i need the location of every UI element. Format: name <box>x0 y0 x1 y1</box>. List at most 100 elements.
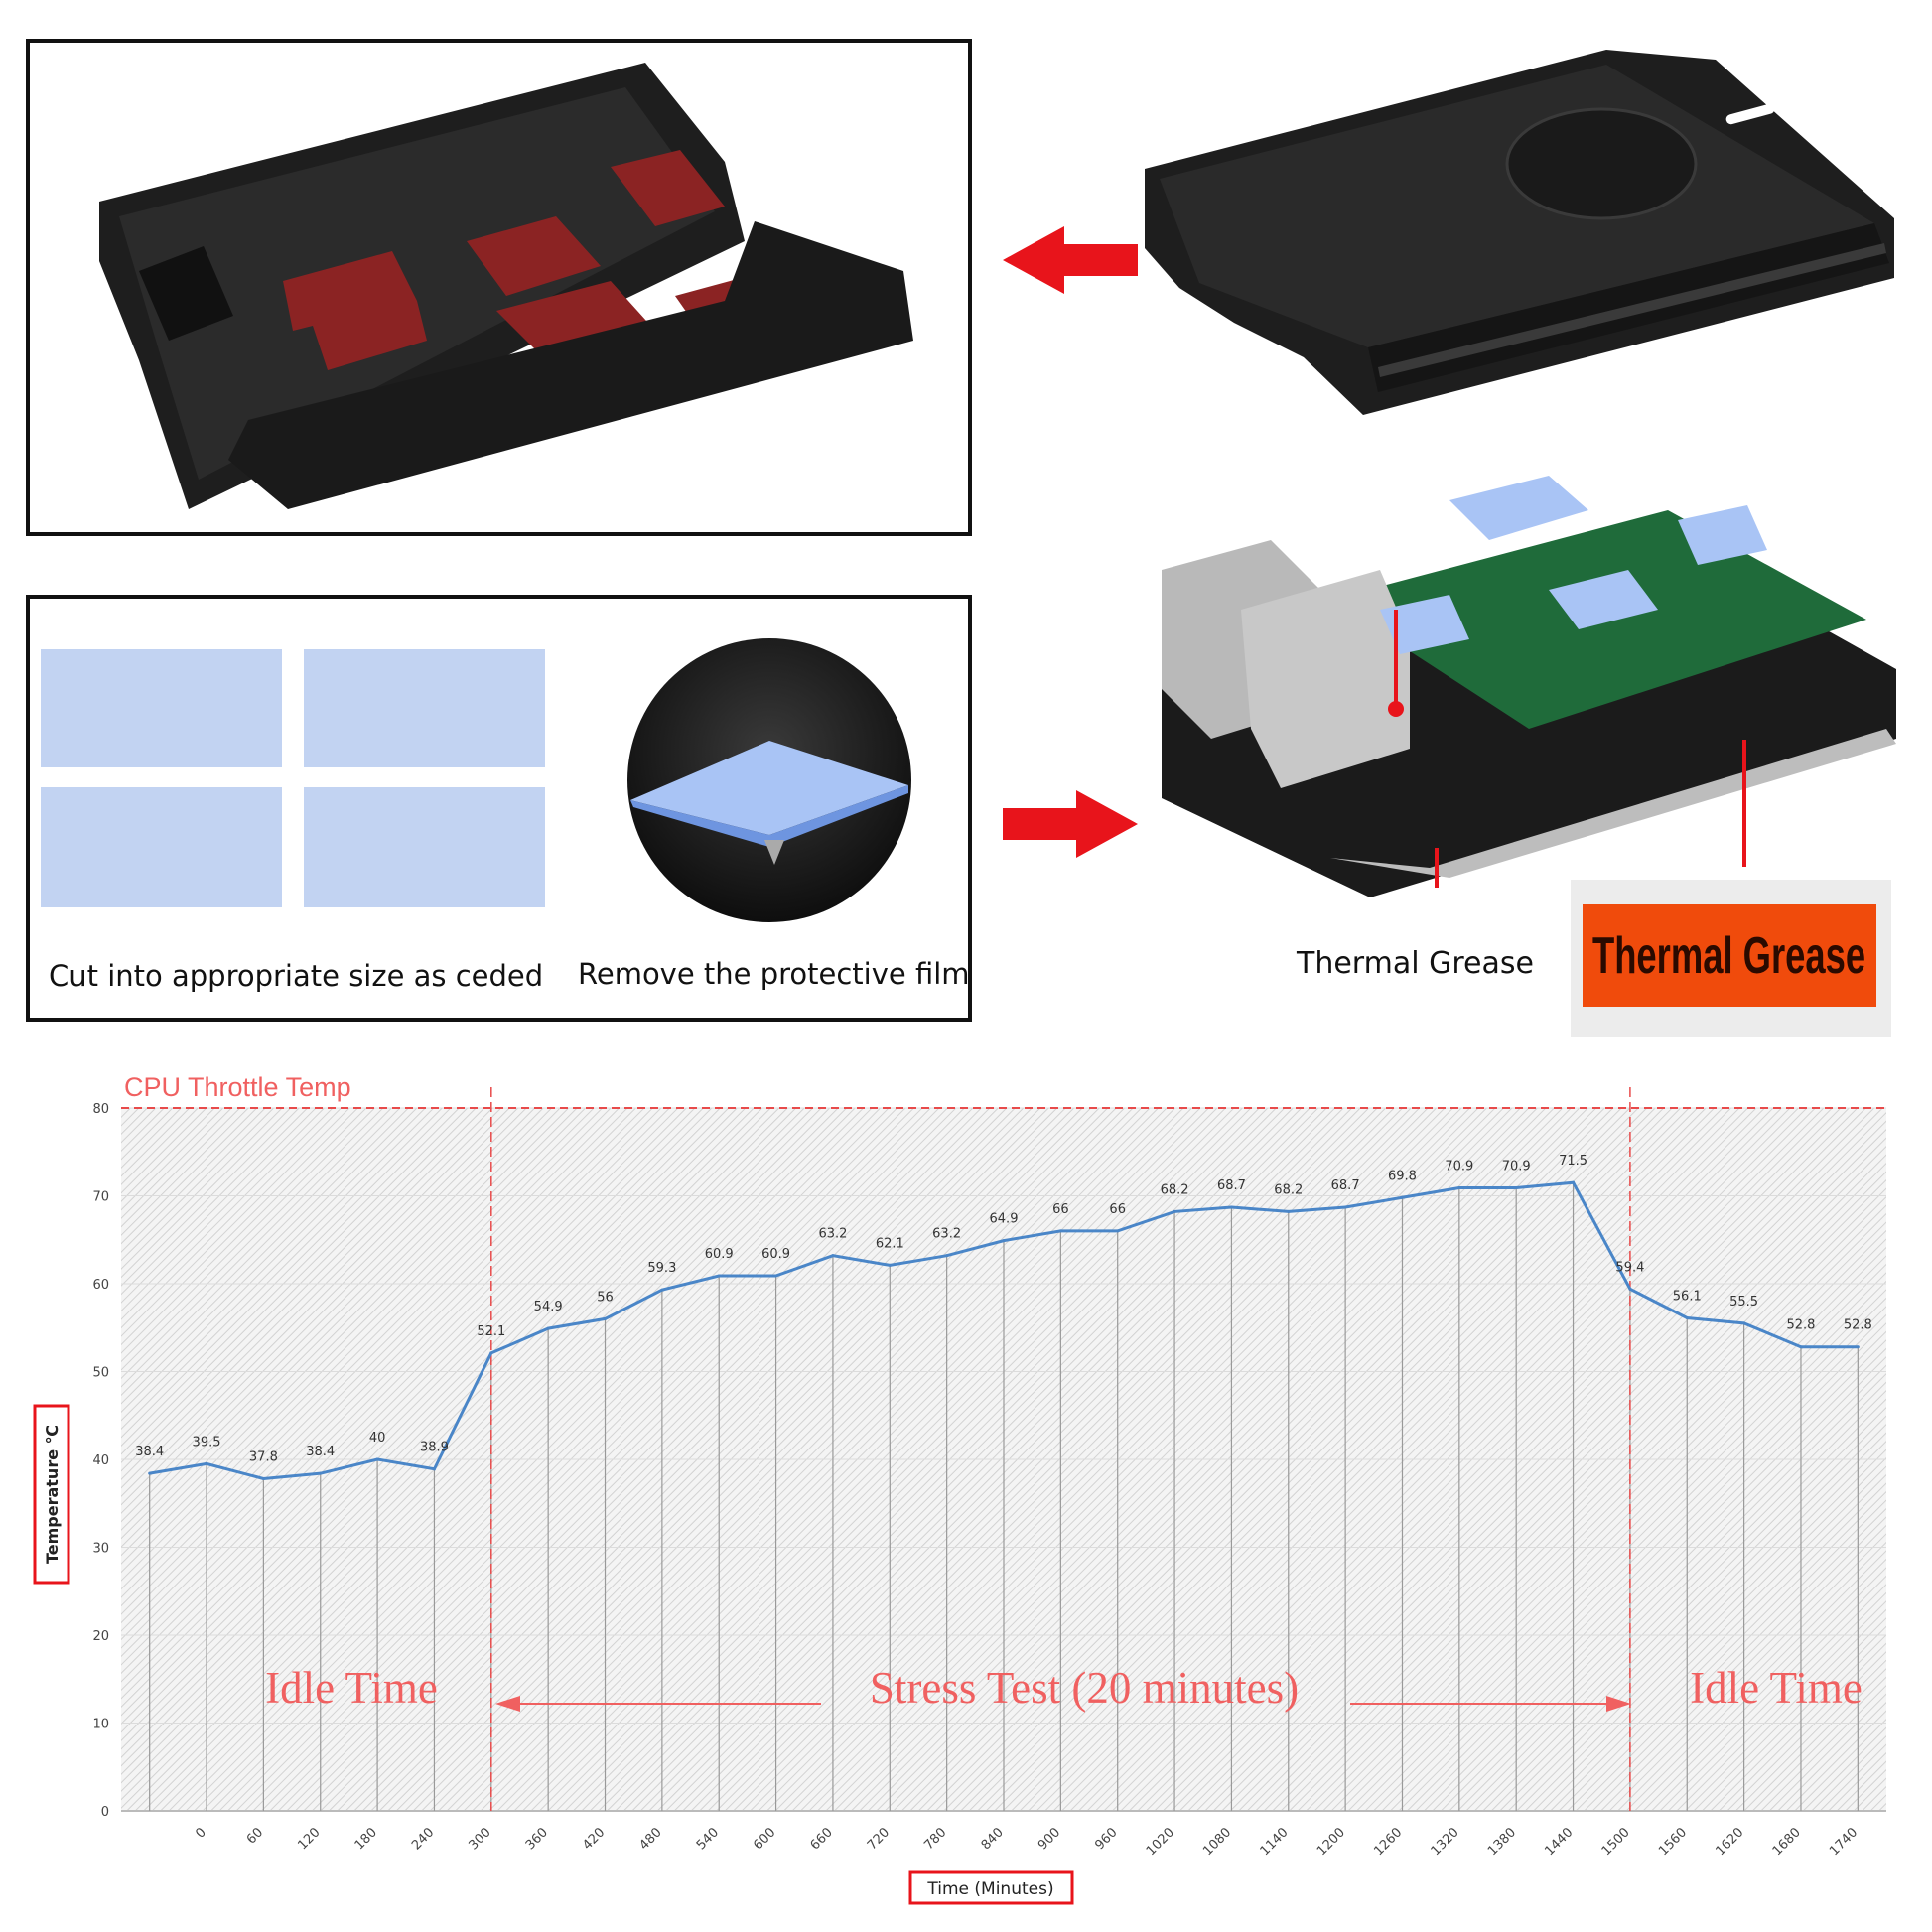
data-point <box>1002 1239 1006 1243</box>
y-axis-title-box <box>33 1404 70 1585</box>
cut-pad-piece <box>304 649 545 767</box>
left-arrow-icon <box>1003 226 1138 294</box>
data-point <box>148 1471 152 1475</box>
data-label: 62.1 <box>876 1236 904 1251</box>
data-label: 54.9 <box>534 1300 563 1314</box>
thermal-pad <box>467 216 601 296</box>
x-tick-label: 1380 <box>1485 1825 1519 1859</box>
data-point <box>1799 1345 1803 1349</box>
thermal-pad <box>611 150 725 226</box>
x-tick-label: 420 <box>580 1825 608 1853</box>
x-tick-label: 240 <box>409 1825 437 1853</box>
thermal-grease-label: Thermal Grease <box>1297 946 1534 981</box>
x-tick-label: 60 <box>244 1825 266 1847</box>
x-tick-label: 840 <box>979 1825 1007 1853</box>
data-label: 68.2 <box>1274 1182 1303 1197</box>
data-label: 56 <box>597 1290 614 1305</box>
data-label: 40 <box>369 1431 386 1446</box>
grease-pointer-line <box>1742 740 1746 867</box>
case-top-plate-image <box>1145 50 1894 415</box>
idle-time-annotation: Idle Time <box>1690 1663 1863 1713</box>
data-label: 60.9 <box>761 1247 790 1262</box>
data-point <box>489 1351 493 1355</box>
case-bottom-with-thermal-pads-image <box>99 63 913 509</box>
data-label: 69.8 <box>1388 1169 1417 1183</box>
idle-time-annotation: Idle Time <box>265 1663 438 1713</box>
x-tick-label: 600 <box>751 1825 778 1853</box>
data-label: 60.9 <box>705 1247 734 1262</box>
data-point <box>604 1316 608 1320</box>
x-axis-title: Time (Minutes) <box>926 1879 1053 1899</box>
x-tick-label: 900 <box>1035 1825 1063 1853</box>
data-point <box>205 1461 208 1465</box>
data-point <box>945 1254 949 1258</box>
data-point <box>1685 1316 1689 1320</box>
cut-pad-piece <box>304 787 545 907</box>
x-tick-label: 1320 <box>1429 1825 1462 1859</box>
remove-film-image <box>627 638 911 922</box>
y-tick-label: 60 <box>92 1278 109 1293</box>
x-tick-label: 780 <box>921 1825 949 1853</box>
x-tick-label: 960 <box>1092 1825 1120 1853</box>
x-tick-label: 480 <box>637 1825 665 1853</box>
pad-preparation-panel: Cut into appropriate size as ceded Remov… <box>26 595 972 1022</box>
raspberry-pi-case-image <box>1162 476 1896 897</box>
data-label: 38.9 <box>420 1441 449 1455</box>
data-point <box>1116 1229 1120 1233</box>
y-tick-label: 40 <box>92 1453 109 1468</box>
data-point <box>1287 1209 1291 1213</box>
x-tick-label: 300 <box>466 1825 493 1853</box>
data-point <box>1856 1345 1860 1349</box>
x-tick-label: 1740 <box>1827 1825 1861 1859</box>
data-label: 66 <box>1052 1202 1069 1217</box>
data-label: 68.2 <box>1161 1182 1189 1197</box>
throttle-label: CPU Throttle Temp <box>124 1072 351 1102</box>
thermal-pad <box>283 251 427 370</box>
x-axis-title-box <box>908 1870 1074 1905</box>
packet-text: Thermal Grease <box>1592 926 1866 985</box>
data-label: 56.1 <box>1673 1290 1702 1305</box>
data-point <box>1229 1205 1233 1209</box>
thermal-grease-packet: Thermal Grease <box>1571 880 1891 1037</box>
data-label: 55.5 <box>1729 1295 1758 1310</box>
y-tick-label: 70 <box>92 1190 109 1205</box>
data-label: 52.8 <box>1786 1318 1815 1333</box>
case-with-pads-panel <box>26 39 972 536</box>
data-point <box>774 1274 778 1278</box>
x-tick-label: 1140 <box>1258 1825 1292 1859</box>
x-tick-label: 1080 <box>1200 1825 1234 1859</box>
data-label: 70.9 <box>1445 1160 1473 1174</box>
data-label: 37.8 <box>249 1449 278 1464</box>
x-tick-label: 660 <box>808 1825 836 1853</box>
cut-pad-piece <box>41 649 282 767</box>
data-label: 71.5 <box>1559 1154 1587 1169</box>
x-tick-label: 1680 <box>1770 1825 1804 1859</box>
cut-caption: Cut into appropriate size as ceded <box>49 959 544 993</box>
x-tick-label: 1440 <box>1542 1825 1576 1859</box>
data-label: 38.4 <box>135 1445 164 1459</box>
film-caption: Remove the protective film <box>578 957 970 991</box>
data-point <box>1173 1209 1176 1213</box>
data-label: 64.9 <box>990 1212 1019 1227</box>
data-label: 39.5 <box>193 1435 221 1449</box>
data-point <box>432 1467 436 1471</box>
y-tick-label: 20 <box>92 1629 109 1644</box>
data-label: 70.9 <box>1502 1160 1531 1174</box>
data-label: 63.2 <box>932 1227 961 1242</box>
arrow-left-icon <box>495 1696 520 1712</box>
data-label: 59.4 <box>1615 1260 1644 1275</box>
data-label: 38.4 <box>306 1445 335 1459</box>
arrow-right-icon <box>1606 1696 1631 1712</box>
right-arrow-icon <box>1003 790 1138 858</box>
data-label: 63.2 <box>818 1227 847 1242</box>
cut-pad-piece <box>41 787 282 907</box>
x-tick-label: 360 <box>523 1825 551 1853</box>
data-label: 68.7 <box>1217 1178 1246 1193</box>
data-point <box>1628 1287 1632 1291</box>
data-point <box>319 1471 323 1475</box>
data-label: 66 <box>1109 1202 1126 1217</box>
y-tick-label: 80 <box>92 1102 109 1117</box>
data-point <box>660 1288 664 1292</box>
x-tick-label: 1620 <box>1713 1825 1746 1859</box>
